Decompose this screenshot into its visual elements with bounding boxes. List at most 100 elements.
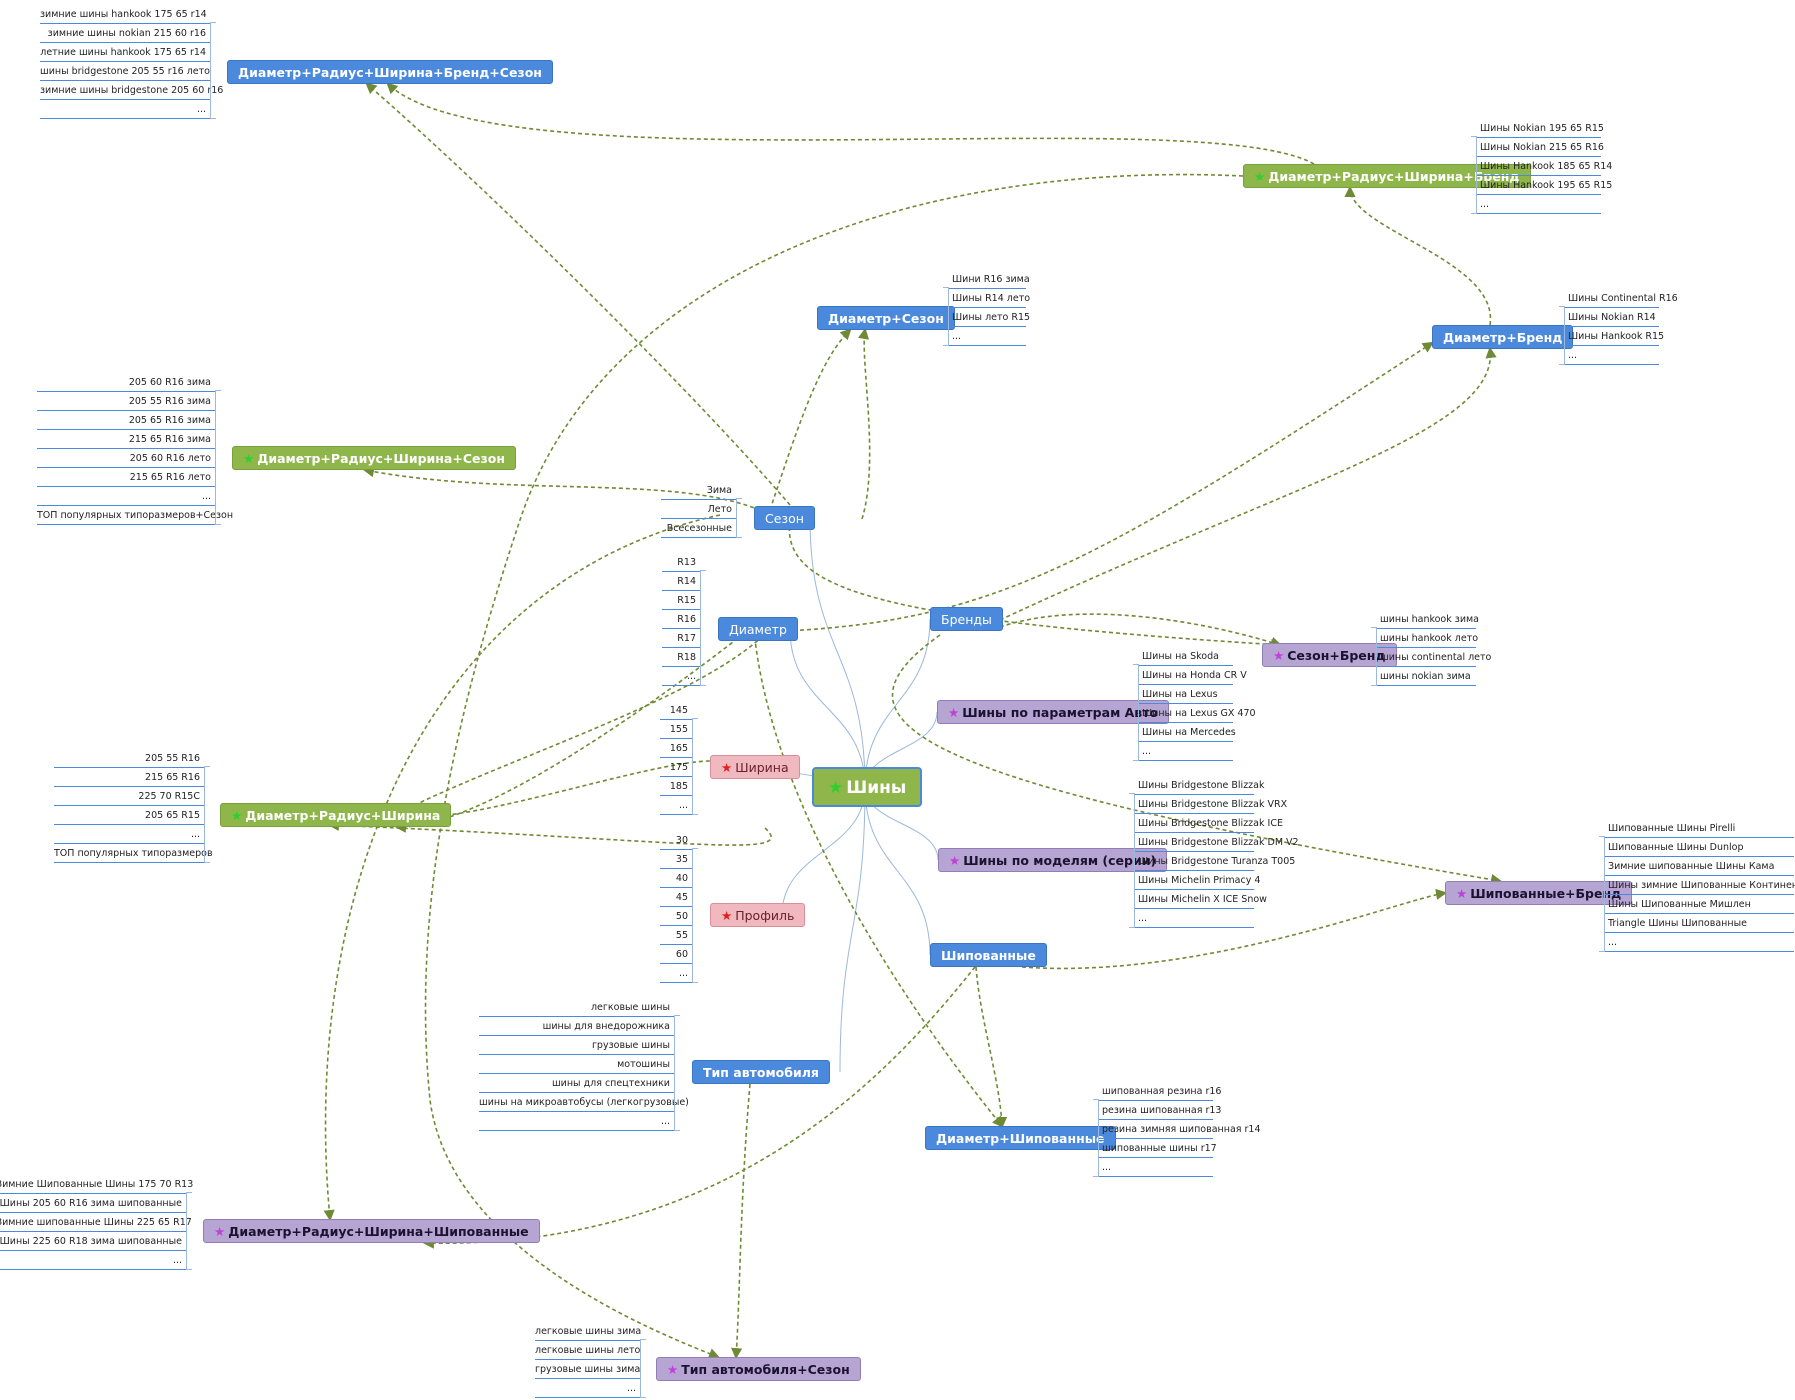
- list-item[interactable]: Шины Nokian 215 65 R16: [1476, 141, 1604, 157]
- list-item[interactable]: Шины Шипованные Мишлен: [1604, 898, 1794, 914]
- list-item[interactable]: ТОП популярных типоразмеров+Сезон: [37, 509, 233, 525]
- list-item[interactable]: Шины Nokian R14: [1564, 311, 1659, 327]
- list-item[interactable]: R13: [662, 556, 700, 572]
- list-item[interactable]: ...: [37, 490, 215, 506]
- list-item[interactable]: Шины Nokian 195 65 R15: [1476, 122, 1604, 138]
- branch-profile[interactable]: ★Профиль: [710, 903, 806, 927]
- list-item[interactable]: Зимние шипованные Шины 225 65 R17: [0, 1216, 192, 1232]
- list-item[interactable]: шины continental лето: [1376, 651, 1491, 667]
- list-item[interactable]: ...: [1098, 1161, 1213, 1177]
- list-item[interactable]: 165: [660, 742, 692, 758]
- list-item[interactable]: ...: [1138, 745, 1233, 761]
- list-item[interactable]: Зимние Шипованные Шины 175 70 R13: [0, 1178, 193, 1194]
- list-item[interactable]: Зимние шипованные Шины Кама: [1604, 860, 1794, 876]
- branch-diameter[interactable]: Диаметр: [718, 617, 798, 641]
- list-item[interactable]: 30: [660, 834, 692, 850]
- list-item[interactable]: ТОП популярных типоразмеров: [54, 847, 213, 863]
- list-item[interactable]: R16: [662, 613, 700, 629]
- list-item[interactable]: 205 60 R16 лето: [37, 452, 215, 468]
- list-item[interactable]: зимние шины bridgestone 205 60 r16: [40, 84, 223, 100]
- list-item[interactable]: 50: [660, 910, 692, 926]
- list-item[interactable]: R14: [662, 575, 700, 591]
- list-item[interactable]: зимние шины hankook 175 65 r14: [40, 8, 210, 24]
- list-item[interactable]: Шины на Lexus: [1138, 688, 1233, 704]
- list-item[interactable]: Шины Bridgestone Turanza T005: [1134, 855, 1295, 871]
- list-item[interactable]: Шины Bridgestone Blizzak VRX: [1134, 798, 1287, 814]
- list-item[interactable]: Шины Hankook 195 65 R15: [1476, 179, 1612, 195]
- list-item[interactable]: Шины 225 60 R18 зима шипованные: [0, 1235, 186, 1251]
- list-item[interactable]: 225 70 R15C: [54, 790, 204, 806]
- branch-car-type[interactable]: Тип автомобиля: [692, 1060, 830, 1084]
- list-item[interactable]: 185: [660, 780, 692, 796]
- combo-diam-brand[interactable]: Диаметр+Бренд: [1432, 325, 1574, 349]
- list-item[interactable]: шипованные шины r17: [1098, 1142, 1217, 1158]
- list-item[interactable]: R17: [662, 632, 700, 648]
- list-item[interactable]: Шипованные Шины Dunlop: [1604, 841, 1794, 857]
- list-item[interactable]: Шины Hankook R15: [1564, 330, 1664, 346]
- list-item[interactable]: 55: [660, 929, 692, 945]
- list-item[interactable]: шины hankook лето: [1376, 632, 1478, 648]
- list-item[interactable]: ...: [660, 967, 692, 983]
- branch-season[interactable]: Сезон: [754, 506, 815, 530]
- branch-brands[interactable]: Бренды: [930, 607, 1003, 631]
- combo-diam-rad-width-brand[interactable]: ★Диаметр+Радиус+Ширина+Бренд: [1243, 164, 1531, 188]
- list-item[interactable]: 205 65 R15: [54, 809, 204, 825]
- list-item[interactable]: ...: [1134, 912, 1254, 928]
- list-item[interactable]: Лето: [661, 503, 736, 519]
- list-item[interactable]: 205 65 R16 зима: [37, 414, 215, 430]
- list-item[interactable]: Triangle Шины Шипованные: [1604, 917, 1794, 933]
- list-item[interactable]: 215 65 R16 зима: [37, 433, 215, 449]
- branch-by-car[interactable]: ★Шины по параметрам Авто: [937, 700, 1170, 724]
- list-item[interactable]: шины для спецтехники: [479, 1077, 674, 1093]
- list-item[interactable]: шины для внедорожника: [479, 1020, 674, 1036]
- list-item[interactable]: ...: [479, 1115, 674, 1131]
- root-node[interactable]: ★Шины: [812, 767, 923, 807]
- list-item[interactable]: Шипованные Шины Pirelli: [1604, 822, 1794, 838]
- list-item[interactable]: резина зимняя шипованная r14: [1098, 1123, 1261, 1139]
- list-item[interactable]: Шины на Skoda: [1138, 650, 1233, 666]
- list-item[interactable]: ...: [0, 1254, 186, 1270]
- list-item[interactable]: шины bridgestone 205 55 r16 лето: [40, 65, 210, 81]
- list-item[interactable]: 60: [660, 948, 692, 964]
- list-item[interactable]: ...: [1604, 936, 1794, 952]
- list-item[interactable]: 215 65 R16: [54, 771, 204, 787]
- list-item[interactable]: Шины R14 лето: [948, 292, 1030, 308]
- list-item[interactable]: 205 60 R16 зима: [37, 376, 215, 392]
- list-item[interactable]: Шины 205 60 R16 зима шипованные: [0, 1197, 186, 1213]
- combo-diam-rad-width[interactable]: ★Диаметр+Радиус+Ширина: [220, 803, 452, 827]
- list-item[interactable]: шины hankook зима: [1376, 613, 1479, 629]
- list-item[interactable]: летние шины hankook 175 65 r14: [40, 46, 210, 62]
- combo-diam-rad-width-studded[interactable]: ★Диаметр+Радиус+Ширина+Шипованные: [203, 1219, 540, 1243]
- list-item[interactable]: ...: [948, 330, 1026, 346]
- list-item[interactable]: грузовые шины: [479, 1039, 674, 1055]
- combo-season-brand[interactable]: ★Сезон+Бренд: [1262, 643, 1397, 667]
- branch-by-model[interactable]: ★Шины по моделям (серии): [938, 848, 1168, 872]
- list-item[interactable]: мотошины: [479, 1058, 674, 1074]
- list-item[interactable]: Шины на Honda CR V: [1138, 669, 1247, 685]
- branch-width[interactable]: ★Ширина: [710, 755, 800, 779]
- list-item[interactable]: Шины Bridgestone Blizzak ICE: [1134, 817, 1283, 833]
- list-item[interactable]: Шины Hankook 185 65 R14: [1476, 160, 1612, 176]
- list-item[interactable]: шипованная резина r16: [1098, 1085, 1221, 1101]
- list-item[interactable]: 175: [660, 761, 692, 777]
- list-item[interactable]: Шины лето R15: [948, 311, 1030, 327]
- list-item[interactable]: 155: [660, 723, 692, 739]
- list-item[interactable]: легковые шины лето: [535, 1344, 640, 1360]
- list-item[interactable]: 205 55 R16: [54, 752, 204, 768]
- combo-cartype-season[interactable]: ★Тип автомобиля+Сезон: [656, 1357, 861, 1381]
- list-item[interactable]: Шины Continental R16: [1564, 292, 1678, 308]
- combo-diam-season[interactable]: Диаметр+Сезон: [817, 306, 955, 330]
- list-item[interactable]: ...: [40, 103, 210, 119]
- branch-studded[interactable]: Шипованные: [930, 943, 1047, 967]
- combo-studded-brand[interactable]: ★Шипованные+Бренд: [1445, 881, 1633, 905]
- list-item[interactable]: Шины Bridgestone Blizzak DM V2: [1134, 836, 1299, 852]
- list-item[interactable]: R18: [662, 651, 700, 667]
- list-item[interactable]: 45: [660, 891, 692, 907]
- list-item[interactable]: ...: [660, 799, 692, 815]
- list-item[interactable]: Шины Michelin Primacy 4: [1134, 874, 1260, 890]
- list-item[interactable]: Шини R16 зима: [948, 273, 1030, 289]
- list-item[interactable]: 35: [660, 853, 692, 869]
- list-item[interactable]: шины nokian зима: [1376, 670, 1476, 686]
- list-item[interactable]: ...: [535, 1382, 640, 1398]
- list-item[interactable]: легковые шины зима: [535, 1325, 641, 1341]
